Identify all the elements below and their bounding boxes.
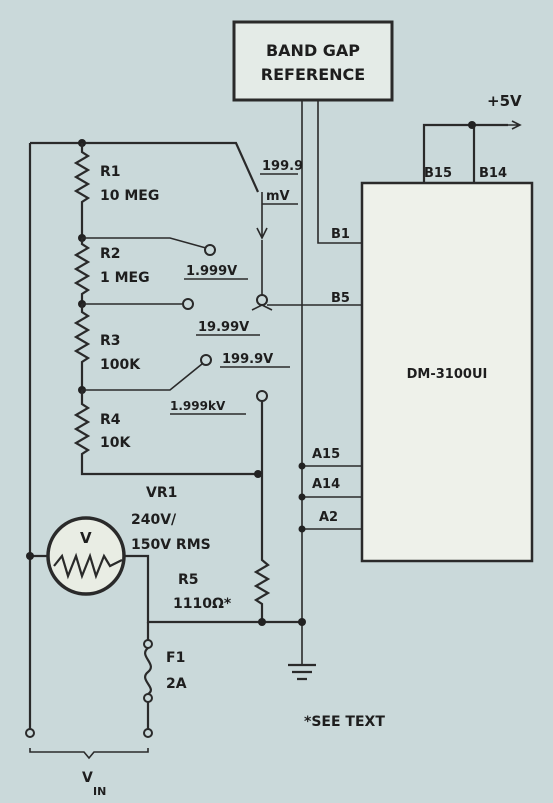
r5-ref: R5 (178, 572, 199, 588)
r1-ref: R1 (100, 164, 121, 180)
supply-label: +5V (487, 92, 522, 110)
pin-a14: A14 (312, 477, 340, 492)
r4-value: 10K (100, 435, 131, 451)
ground-bus-junction-b (298, 618, 306, 626)
r4-ref: R4 (100, 412, 121, 428)
contact-1999v-b (182, 298, 194, 310)
ground-bus-junction (258, 618, 266, 626)
a14-junction (298, 493, 306, 501)
range-1999mv: 199.9 (262, 159, 303, 174)
band-gap-reference-box (232, 20, 394, 102)
r5-resistor (253, 474, 271, 622)
wiper-line (251, 240, 273, 311)
varistor-line2: 150V RMS (131, 537, 211, 553)
r4-resistor (73, 390, 258, 476)
r2-value: 1 MEG (100, 270, 150, 286)
a15-junction (298, 462, 306, 470)
pin-b5: B5 (331, 291, 350, 306)
chip-name: DM-3100UI (407, 367, 488, 382)
pin-a2: A2 (319, 510, 338, 525)
r2-ref: R2 (100, 246, 121, 262)
fuse-top-terminal (143, 639, 153, 649)
range-1999v-c: 199.9V (222, 352, 273, 367)
r3-ref: R3 (100, 333, 121, 349)
pin-a15: A15 (312, 447, 340, 462)
range-1999v: 1.999V (186, 264, 237, 279)
dm3100-chip (360, 181, 534, 563)
varistor-symbol: V (80, 529, 92, 547)
supply-wire (422, 123, 508, 183)
fuse-value: 2A (166, 676, 187, 692)
range-1999v-b: 19.99V (198, 320, 249, 335)
contact-1999kv (256, 390, 268, 402)
input-label: V (82, 770, 93, 786)
reference-line1: BAND GAP (266, 41, 360, 60)
r1-value: 10 MEG (100, 188, 159, 204)
input-brace (29, 748, 149, 760)
r4-tap-wire (82, 363, 203, 391)
ref-wire-b1 (317, 100, 362, 244)
r2-tap-wire (82, 237, 207, 249)
fuse-bottom-terminal (143, 693, 153, 703)
range-mv: mV (266, 189, 290, 204)
fuse-ref: F1 (166, 650, 185, 666)
wiper-arrow (256, 192, 268, 240)
varistor-left-junction (26, 552, 34, 560)
supply-arrow (508, 120, 522, 130)
wiper-contact (256, 294, 268, 306)
reference-line2: REFERENCE (261, 65, 365, 84)
input-terminal-right (143, 728, 153, 738)
range-1999kv: 1.999kV (170, 399, 226, 413)
input-subscript: IN (93, 785, 106, 798)
ground-symbol (288, 663, 316, 681)
top-rail (30, 141, 260, 193)
varistor-line1: 240V/ (131, 512, 177, 528)
pin-b15: B15 (424, 166, 452, 181)
supply-junction (468, 121, 476, 129)
r3-value: 100K (100, 357, 141, 373)
fuse-f1 (144, 622, 152, 730)
pin-b14: B14 (479, 166, 507, 181)
r5-junction (254, 470, 262, 478)
varistor-element (53, 552, 123, 580)
r3-resistor (73, 304, 91, 390)
see-text-note: *SEE TEXT (304, 714, 385, 730)
pin-b1: B1 (331, 227, 350, 242)
input-terminal-left (25, 728, 35, 738)
contact-1999v-c (200, 354, 212, 366)
r5-value: 1110Ω* (173, 596, 232, 612)
r1-resistor (73, 143, 91, 238)
varistor-right-wire (124, 554, 302, 624)
varistor-ref: VR1 (146, 485, 177, 501)
contact-1999v (204, 244, 216, 256)
a2-junction (298, 525, 306, 533)
r2-resistor (73, 238, 91, 304)
